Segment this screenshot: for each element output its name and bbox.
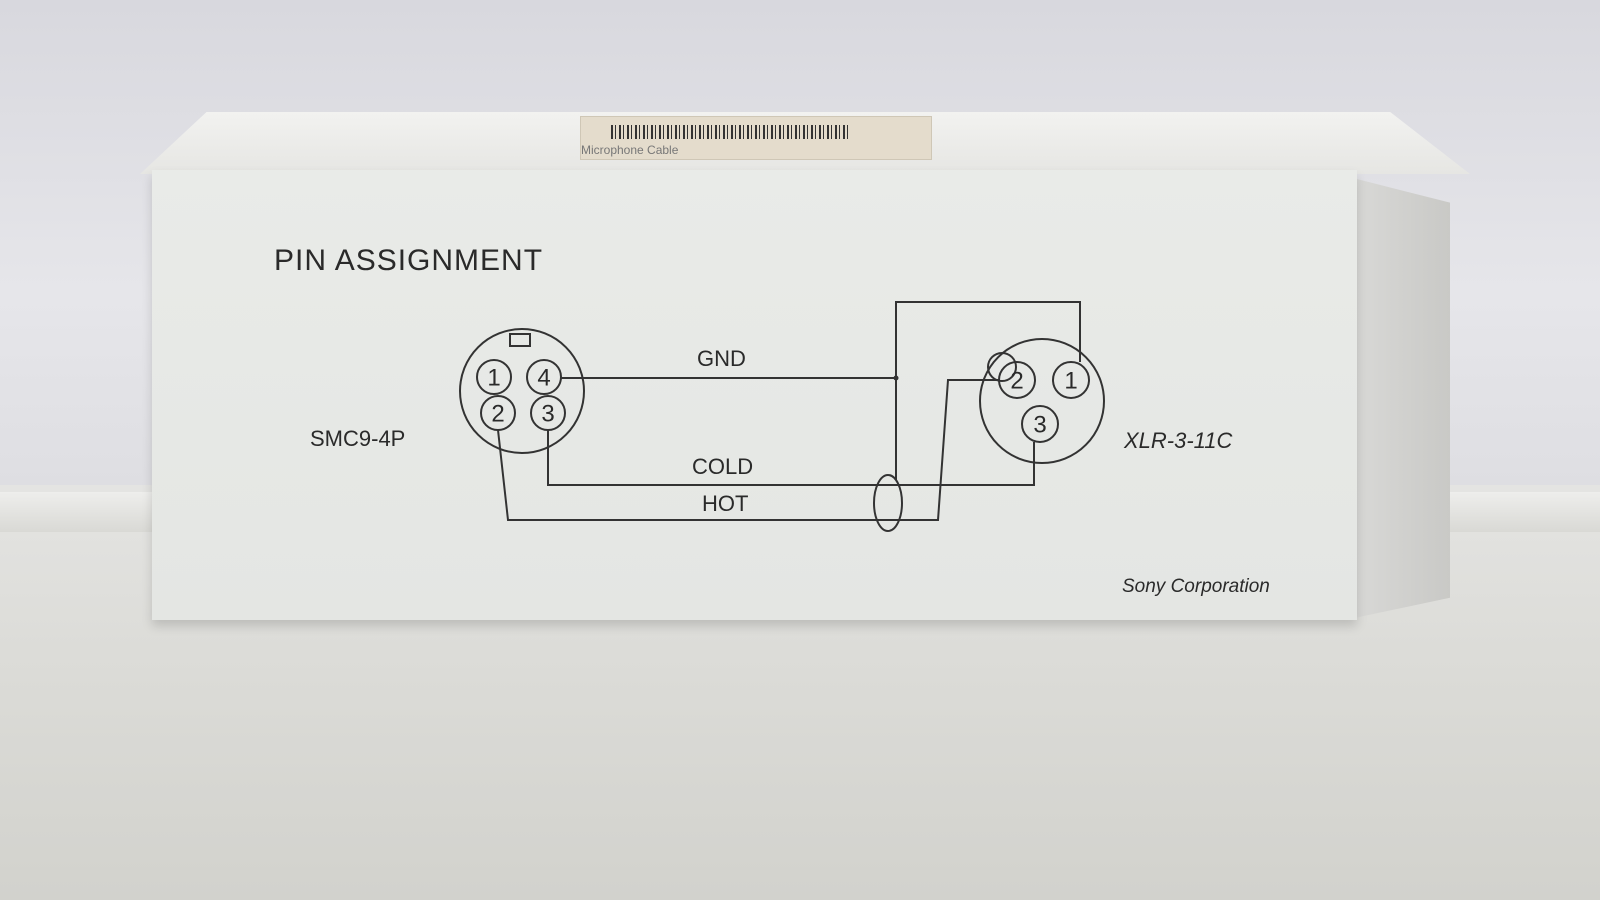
smc-pin-3-label: 3 xyxy=(541,401,554,428)
hot-label: HOT xyxy=(702,491,748,516)
cold-wire xyxy=(547,430,1035,486)
smc-pin-1 xyxy=(476,359,512,395)
hot-wire xyxy=(497,379,999,521)
brand-label: Sony Corporation xyxy=(1122,576,1270,597)
xlr-body-circle xyxy=(979,338,1105,464)
gnd-shield-to-xlr-pin-1 xyxy=(895,301,1081,378)
gnd-junction-dot xyxy=(893,375,899,381)
left-connector-label: SMC9-4P xyxy=(310,426,405,451)
smc-body-circle xyxy=(459,328,585,454)
pin-diagram: PIN ASSIGNMENT 1 4 2 3 SMC9-4P 2 1 3 XLR… xyxy=(274,244,1270,597)
gnd-label: GND xyxy=(697,346,746,371)
smc-pin-4-label: 4 xyxy=(537,365,550,392)
barcode-graphic xyxy=(611,125,851,139)
shield-ellipse xyxy=(873,474,903,532)
sticker-text: Microphone Cable xyxy=(581,143,679,157)
right-connector-label: XLR-3-11C xyxy=(1123,428,1233,453)
box-front-face xyxy=(152,170,1357,620)
smc-pin-1-label: 1 xyxy=(487,365,500,392)
xlr-pin-1-label: 1 xyxy=(1064,368,1077,395)
barcode-sticker: Microphone Cable xyxy=(580,116,932,160)
smc-key-notch xyxy=(509,333,531,347)
smc9-4p-connector: 1 4 2 3 xyxy=(459,328,585,454)
xlr-pin-2-label: 2 xyxy=(1010,368,1023,395)
xlr-key xyxy=(987,352,1017,382)
xlr-pin-1 xyxy=(1052,361,1090,399)
pin-assignment-title: PIN ASSIGNMENT xyxy=(274,244,543,277)
smc-pin-2-label: 2 xyxy=(491,401,504,428)
xlr-pin-3 xyxy=(1021,405,1059,443)
xlr-3-11c-connector: 2 1 3 xyxy=(979,338,1105,464)
box-side-face xyxy=(1345,176,1450,620)
cold-label: COLD xyxy=(692,454,753,479)
xlr-pin-3-label: 3 xyxy=(1033,412,1046,439)
